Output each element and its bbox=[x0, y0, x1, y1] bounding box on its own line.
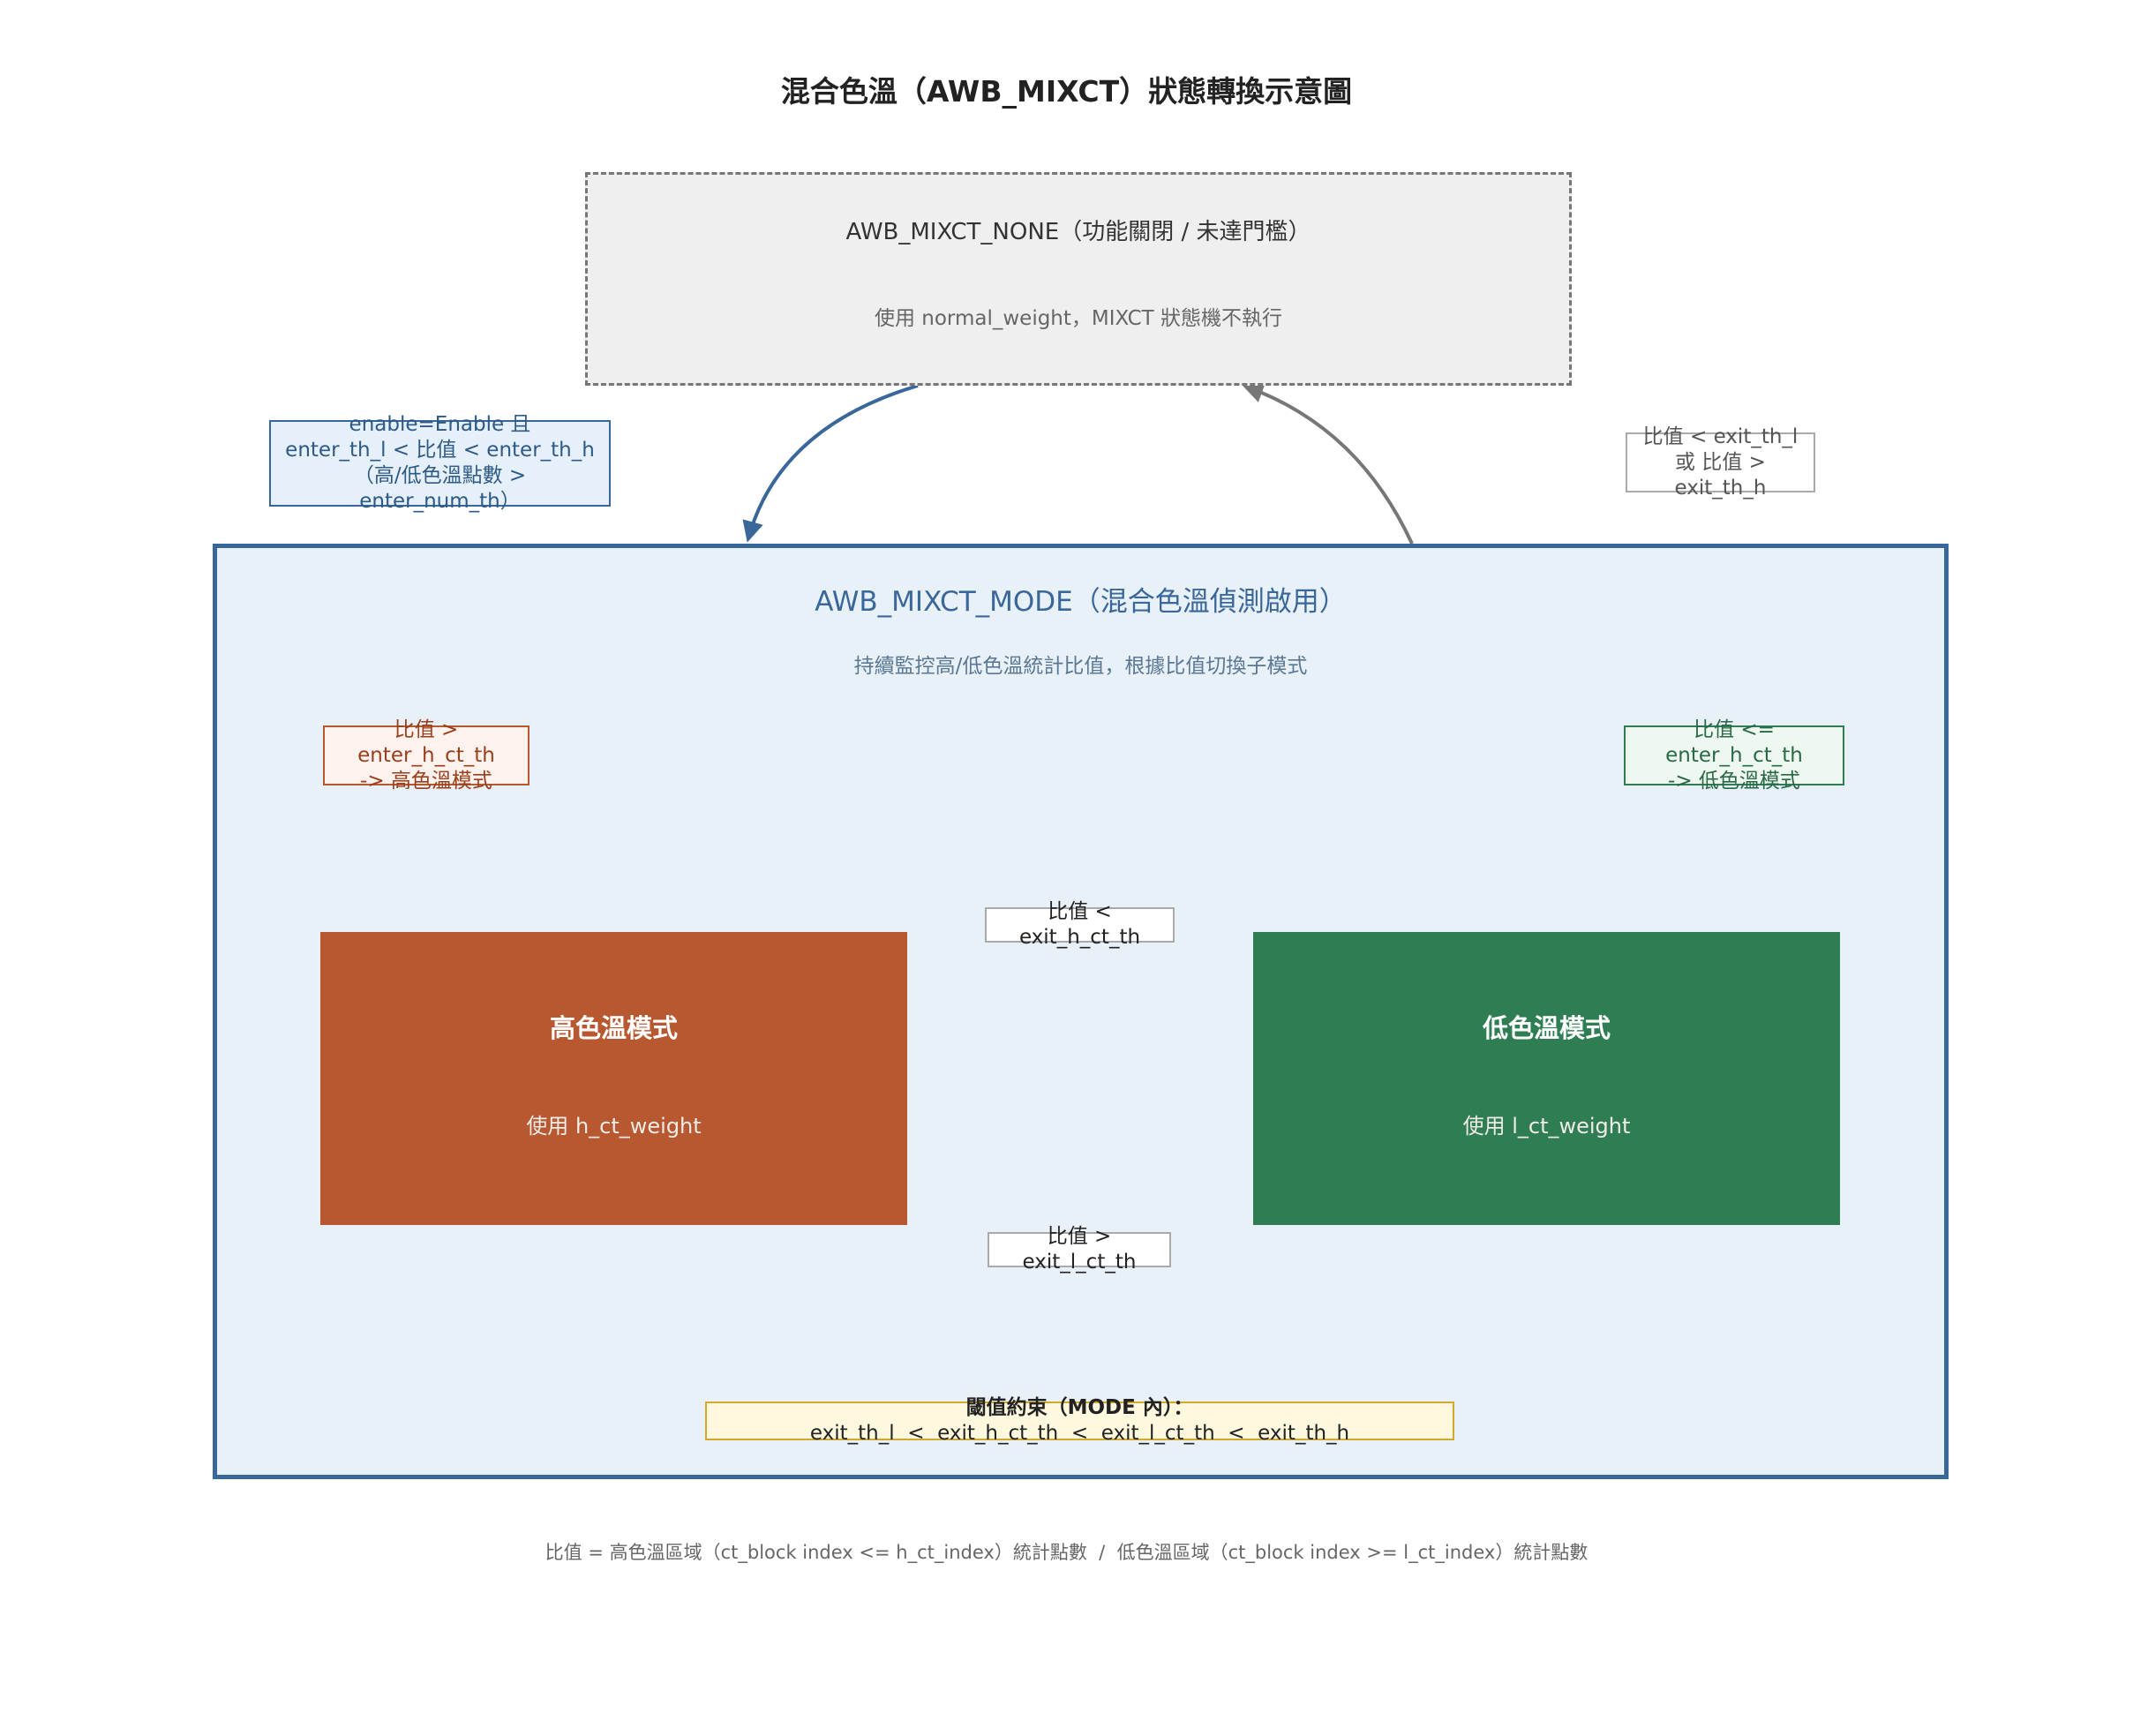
state-low-ct: 低色溫模式 使用 l_ct_weight bbox=[1253, 932, 1840, 1225]
ratio-definition-footer: 比值 = 高色溫區域（ct_block index <= h_ct_index）… bbox=[545, 1542, 1588, 1563]
diagram-title: 混合色溫（AWB_MIXCT）狀態轉換示意圖 bbox=[780, 74, 1353, 109]
arrow-mode-to-none bbox=[1242, 382, 1414, 545]
state-mode-title: AWB_MIXCT_MODE（混合色溫偵測啟用） bbox=[815, 585, 1347, 618]
state-low-ct-description: 使用 l_ct_weight bbox=[1462, 1113, 1631, 1139]
label-enter-mode: enable=Enable 且 enter_th_l < 比值 < enter_… bbox=[269, 413, 611, 513]
label-enter-high: 比值 > enter_h_ct_th -> 高色溫模式 bbox=[323, 718, 529, 793]
state-none: AWB_MIXCT_NONE（功能關閉 / 未達門檻） 使用 normal_we… bbox=[585, 172, 1572, 386]
threshold-constraint-prefix: 閾值約束（MODE 內）： bbox=[965, 1396, 1194, 1419]
label-enter-mode-line-2: enter_th_l < 比值 < enter_th_h bbox=[285, 439, 595, 462]
state-high-ct-title: 高色溫模式 bbox=[549, 1013, 678, 1043]
state-none-description: 使用 normal_weight，MIXCT 狀態機不執行 bbox=[874, 307, 1283, 330]
label-exit-mode-line-1: 比值 < exit_th_l bbox=[1642, 425, 1799, 448]
state-high-ct-description: 使用 h_ct_weight bbox=[526, 1113, 702, 1139]
label-enter-low-line-1: 比值 <= enter_h_ct_th bbox=[1665, 718, 1803, 767]
label-enter-low-line-2: -> 低色溫模式 bbox=[1668, 769, 1800, 793]
state-low-ct-title: 低色溫模式 bbox=[1482, 1013, 1611, 1043]
label-exit-mode-line-2: 或 比值 > exit_th_h bbox=[1674, 450, 1767, 500]
state-high-ct: 高色溫模式 使用 h_ct_weight bbox=[320, 932, 907, 1225]
label-enter-mode-line-1: enable=Enable 且 bbox=[349, 413, 531, 436]
threshold-constraint-text: exit_th_l < exit_h_ct_th < exit_l_ct_th … bbox=[809, 1422, 1350, 1445]
threshold-constraint: 閾值約束（MODE 內）： exit_th_l < exit_h_ct_th < … bbox=[705, 1396, 1454, 1445]
label-exit-mode: 比值 < exit_th_l 或 比值 > exit_th_h bbox=[1626, 425, 1815, 500]
label-low-to-high: 比值 > exit_l_ct_th bbox=[988, 1225, 1171, 1274]
arrow-none-to-mode bbox=[742, 384, 919, 543]
label-enter-low: 比值 <= enter_h_ct_th -> 低色溫模式 bbox=[1624, 718, 1844, 793]
label-high-to-low: 比值 < exit_h_ct_th bbox=[985, 900, 1175, 949]
label-enter-high-line-1: 比值 > enter_h_ct_th bbox=[357, 718, 495, 767]
state-mode-description: 持續監控高/低色溫統計比值，根據比值切換子模式 bbox=[853, 655, 1308, 678]
label-enter-mode-line-3: （高/低色溫點數 > enter_num_th） bbox=[353, 464, 527, 513]
label-enter-high-line-2: -> 高色溫模式 bbox=[360, 769, 492, 793]
state-none-title: AWB_MIXCT_NONE（功能關閉 / 未達門檻） bbox=[845, 218, 1311, 245]
